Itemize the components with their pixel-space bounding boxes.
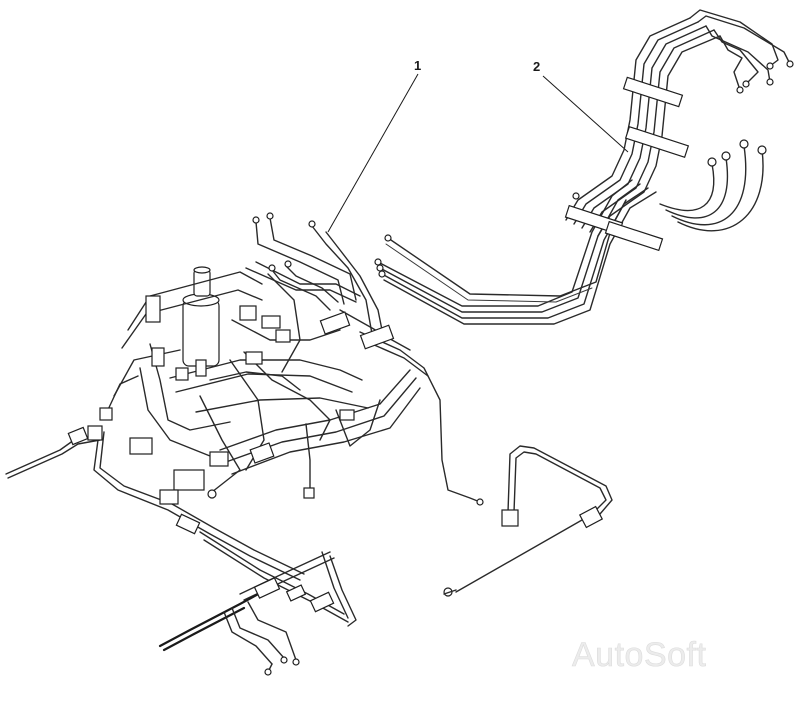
valve-block-icon: [173, 469, 205, 491]
fitting-icon: [87, 425, 103, 441]
clamp-icon: [319, 311, 351, 335]
clamp-icon: [604, 220, 664, 252]
clamp-icon: [253, 577, 281, 599]
clamp-icon: [129, 437, 153, 455]
fitting-icon: [384, 234, 392, 242]
clamp-icon: [622, 76, 684, 108]
fitting-icon: [266, 212, 274, 220]
callout-2-label: 2: [533, 59, 540, 74]
filter-canister-icon: [182, 299, 220, 367]
fitting-icon: [239, 305, 257, 321]
central-assembly: [5, 212, 484, 581]
clamp-icon: [285, 584, 307, 602]
valve-icon: [145, 295, 161, 323]
clamp-icon: [359, 324, 395, 350]
fitting-icon: [742, 80, 750, 88]
filter-cap-icon: [193, 266, 211, 274]
fitting-icon: [374, 258, 382, 266]
clamp-icon: [159, 489, 179, 505]
valve-icon: [151, 347, 165, 367]
callout-1: 1: [327, 58, 421, 233]
fitting-icon: [252, 216, 260, 224]
fitting-icon: [284, 260, 292, 268]
fitting-icon: [572, 192, 580, 200]
fitting-icon: [736, 86, 744, 94]
pipe-bundle-upper-right: [374, 9, 794, 325]
fitting-icon: [280, 656, 288, 664]
fitting-icon: [175, 367, 189, 381]
fitting-icon: [292, 658, 300, 666]
clamp-icon: [309, 591, 335, 613]
fitting-icon: [308, 220, 316, 228]
callout-2-leader-line: [542, 75, 629, 153]
fitting-icon: [207, 489, 217, 499]
callout-1-label: 1: [414, 58, 421, 73]
fitting-icon: [766, 62, 774, 70]
clamp-icon: [67, 426, 89, 446]
fitting-icon: [476, 498, 484, 506]
clamp-icon: [624, 125, 690, 159]
clamp-icon: [249, 442, 275, 464]
fitting-icon: [264, 668, 272, 676]
clamp-icon: [339, 409, 355, 421]
fitting-icon: [268, 264, 276, 272]
fitting-icon: [275, 329, 291, 343]
clamp-icon: [261, 315, 281, 329]
fitting-icon: [786, 60, 794, 68]
clamp-icon: [578, 505, 604, 529]
hose-end-fitting-icon: [721, 151, 731, 161]
hose-end-fitting-icon: [739, 139, 749, 149]
hose-end-fitting-icon: [707, 157, 717, 167]
fitting-icon: [195, 359, 207, 377]
fitting-icon: [99, 407, 113, 421]
callout-1-leader-line: [327, 73, 419, 233]
right-bracket-pipe: [443, 445, 613, 597]
clamp-icon: [245, 351, 263, 365]
callout-2: 2: [533, 59, 629, 153]
fitting-icon: [376, 264, 384, 272]
clamp-icon: [175, 513, 201, 535]
connector-block-icon: [501, 509, 519, 527]
lower-left-assembly: [158, 531, 357, 676]
hose-end-fitting-icon: [757, 145, 767, 155]
clamp-icon: [209, 451, 229, 467]
fitting-icon: [766, 78, 774, 86]
fitting-icon: [378, 270, 386, 278]
fitting-icon: [303, 487, 315, 499]
